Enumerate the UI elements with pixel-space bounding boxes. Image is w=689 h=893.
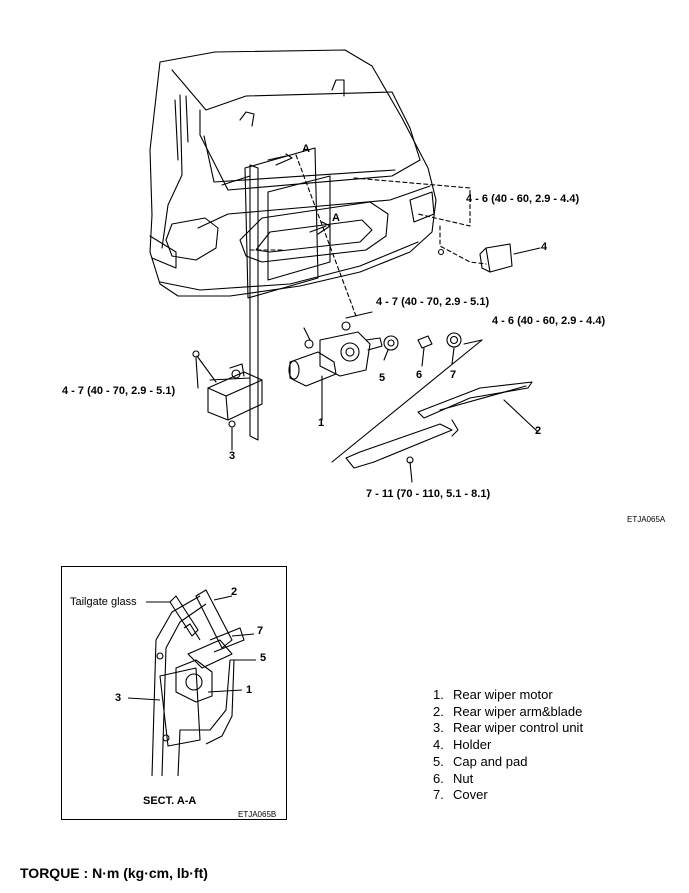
cap-nut-cover-parts (383, 332, 462, 367)
section-title: SECT. A-A (143, 795, 197, 807)
legend-item: 4.Holder (433, 737, 492, 753)
part-4-label: 4 (541, 241, 548, 253)
part-5-label: 5 (379, 372, 386, 384)
legend-item: 3.Rear wiper control unit (433, 720, 584, 736)
section-a-a-drawing (127, 589, 256, 777)
tailgate-glass-label: Tailgate glass (70, 596, 137, 608)
legend-item: 2.Rear wiper arm&blade (433, 703, 583, 719)
part-3-label: 3 (229, 450, 236, 462)
sect-part-5-label: 5 (260, 652, 267, 664)
legend-item: 6.Nut (433, 770, 474, 786)
part-2-label: 2 (535, 425, 542, 437)
wiper-motor (288, 321, 383, 387)
vehicle-rear-body (149, 49, 437, 297)
part-1-label: 1 (318, 417, 325, 429)
legend-item: 7.Cover (433, 787, 488, 803)
torque-units-footer: TORQUE : N·m (kg·cm, lb·ft) (20, 865, 208, 881)
section-cut-plane (244, 147, 357, 317)
section-mark-bottom: A (332, 212, 340, 224)
torque-motor-callout: 4 - 7 (40 - 70, 2.9 - 5.1) (376, 296, 490, 308)
main-figure-code: ETJA065A (627, 515, 666, 524)
part-6-label: 6 (416, 369, 423, 381)
torque-holder-callout: 4 - 6 (40 - 60, 2.9 - 4.4) (466, 193, 580, 205)
wiper-control-unit (192, 350, 263, 428)
section-mark-top: A (302, 143, 310, 155)
control-unit-mount-plane (209, 164, 286, 441)
wiper-arm-blade (331, 339, 533, 469)
part-7-label: 7 (450, 369, 457, 381)
callout-leaders (195, 247, 541, 483)
holder-bracket (353, 177, 513, 273)
torque-cover-callout: 4 - 6 (40 - 60, 2.9 - 4.4) (492, 315, 606, 327)
legend-item: 5.Cap and pad (433, 753, 528, 769)
sect-part-2-label: 2 (231, 586, 238, 598)
legend-item: 1.Rear wiper motor (433, 687, 553, 702)
torque-arm-nut-callout: 7 - 11 (70 - 110, 5.1 - 8.1) (366, 488, 491, 500)
torque-control-unit-callout: 4 - 7 (40 - 70, 2.9 - 5.1) (62, 385, 176, 397)
sect-part-3-label: 3 (115, 692, 122, 704)
parts-legend: 1.Rear wiper motor 2.Rear wiper arm&blad… (433, 687, 583, 804)
sect-part-7-label: 7 (257, 625, 264, 637)
sect-part-1-label: 1 (246, 684, 253, 696)
section-figure-code: ETJA065B (238, 810, 277, 819)
section-view-frame (61, 566, 287, 820)
